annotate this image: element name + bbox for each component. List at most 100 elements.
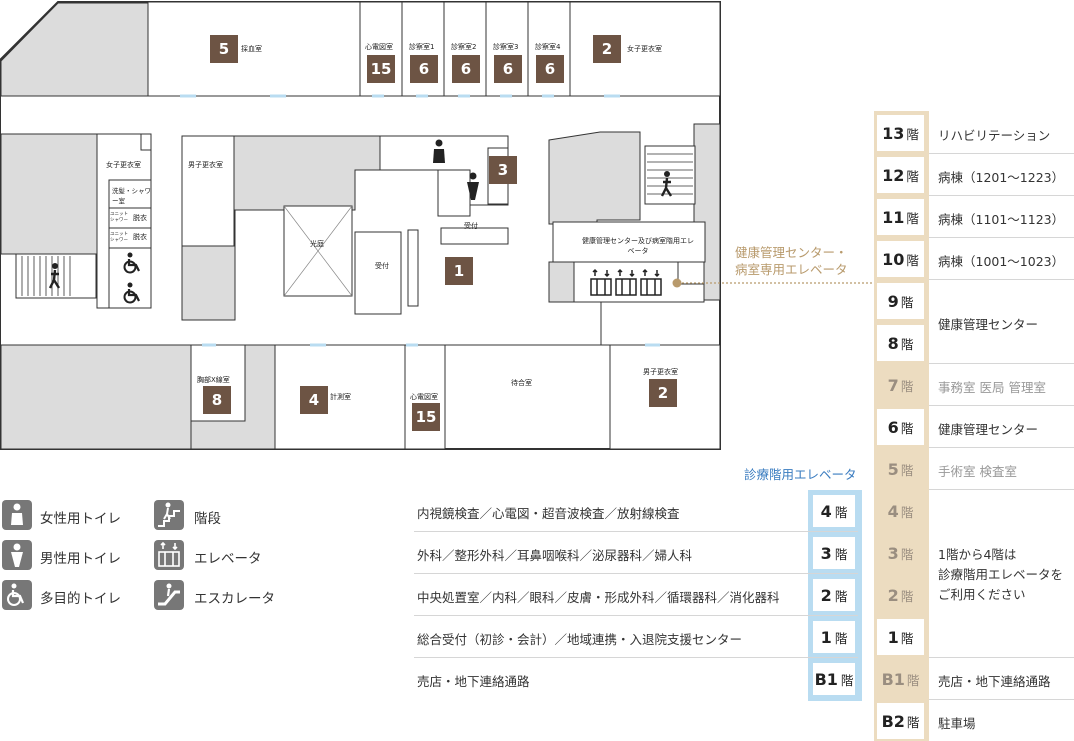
clinic-floor-row: 内視鏡検査／心電図・超音波検査／放射線検査 [414, 490, 858, 532]
elevator-icon [590, 268, 612, 296]
floor-number: B2 [881, 711, 905, 731]
floor-suffix: 階 [834, 546, 848, 562]
floor-description: 事務室 医局 管理室 [938, 380, 1046, 395]
floor-suffix: 階 [906, 126, 919, 142]
clinic-floor-row: 外科／整形外科／耳鼻咽喉科／泌尿器科／婦人科 [414, 532, 858, 574]
room-badge: 15 [367, 55, 395, 83]
floor-suffix: 階 [834, 504, 848, 520]
row-divider [929, 699, 1074, 700]
floor-suffix: 階 [900, 462, 914, 478]
room-label-waiting: 待合室 [511, 379, 532, 387]
accessible-toilet-icon [121, 252, 143, 274]
clinic-floor-row: 中央処置室／内科／眼科／皮膚・形成外科／循環器科／消化器科 [414, 574, 858, 616]
floor-number: 8 [887, 333, 899, 353]
floor-number: 3 [820, 543, 832, 563]
room-label-dressing-2: 脱衣 [133, 233, 147, 241]
floor-suffix: 階 [900, 378, 914, 394]
clinic-floor-text: 総合受付（初診・会計）／地域連携・入退院支援センター [417, 632, 743, 647]
legend-label: 階段 [194, 511, 221, 527]
elevator-icon [154, 540, 184, 570]
floor-number: 5 [887, 459, 899, 479]
floor-number: 1 [887, 627, 899, 647]
row-divider [929, 405, 1074, 406]
stairs-icon [46, 262, 64, 290]
room-badge: 1 [445, 257, 473, 285]
floor-suffix: 階 [834, 588, 848, 604]
room-label-unit-shower-2: ユニットシャワー [110, 232, 128, 243]
row-divider [929, 237, 1074, 238]
clinic-floor-row: 売店・地下連絡通路 [414, 658, 858, 699]
room-label-wash-shower: 洗髪・シャワー室 [112, 187, 151, 205]
room-label-lightwell: 光庭 [310, 240, 324, 248]
escalator-icon [154, 580, 184, 610]
floor-description: 病棟（1001〜1023） [938, 254, 1065, 269]
elevator-icon [615, 268, 637, 296]
floor-number: 2 [820, 585, 832, 605]
floor-number: 13 [882, 123, 905, 143]
floor-description: 病棟（1101〜1123） [938, 212, 1065, 227]
floor-suffix: 階 [906, 714, 920, 730]
room-label-unit-shower-1: ユニットシャワー [110, 212, 128, 223]
floor-suffix: 階 [900, 336, 914, 352]
floor-suffix: 階 [906, 168, 919, 184]
room-badge: 6 [494, 55, 522, 83]
floor-number: 2 [887, 585, 899, 605]
accessible-toilet-icon [2, 580, 32, 610]
female-toilet-icon [2, 500, 32, 530]
floor-suffix: 階 [906, 252, 919, 268]
floor-number: 12 [882, 165, 905, 185]
room-label-chest-xray: 胸部X線室 [197, 376, 230, 384]
stairs-icon [154, 500, 184, 530]
floor-number: 4 [820, 501, 832, 521]
male-toilet-icon [2, 540, 32, 570]
room-label-ecg-top: 心電図室 [365, 43, 393, 51]
floor-suffix: 階 [906, 672, 920, 688]
clinic-floor-text: 売店・地下連絡通路 [417, 674, 530, 689]
room-label-measurement: 計測室 [330, 393, 351, 401]
room-label-exam3: 診察室3 [493, 43, 519, 51]
floor-number: 10 [882, 249, 905, 269]
room-badge: 6 [536, 55, 564, 83]
row-divider [929, 657, 1074, 658]
room-badge: 2 [649, 379, 677, 407]
legend-label: 男性用トイレ [40, 551, 121, 567]
room-label-blood-collection: 採血室 [241, 45, 262, 53]
room-badge: 6 [452, 55, 480, 83]
row-divider [929, 489, 1074, 490]
floor-number: 1 [820, 627, 832, 647]
floor-suffix: 階 [906, 210, 919, 226]
floor-plan-walls [0, 1, 721, 450]
room-label-exam4: 診察室4 [535, 43, 561, 51]
room-label-reception-small: 受付 [464, 222, 478, 230]
floor-suffix: 階 [834, 630, 848, 646]
room-badge: 5 [210, 35, 238, 63]
clinic-floor-row: 総合受付（初診・会計）／地域連携・入退院支援センター [414, 616, 858, 658]
room-label-exam1: 診察室1 [409, 43, 435, 51]
room-label-womens-locker-left: 女子更衣室 [106, 161, 141, 169]
accessible-toilet-icon [121, 282, 143, 304]
clinic-floor-text: 内視鏡検査／心電図・超音波検査／放射線検査 [417, 506, 680, 521]
floor-description: 1階から4階は 診療階用エレベータを ご利用ください [938, 547, 1064, 602]
floor-number: 6 [887, 417, 899, 437]
floor-suffix: 階 [900, 504, 914, 520]
